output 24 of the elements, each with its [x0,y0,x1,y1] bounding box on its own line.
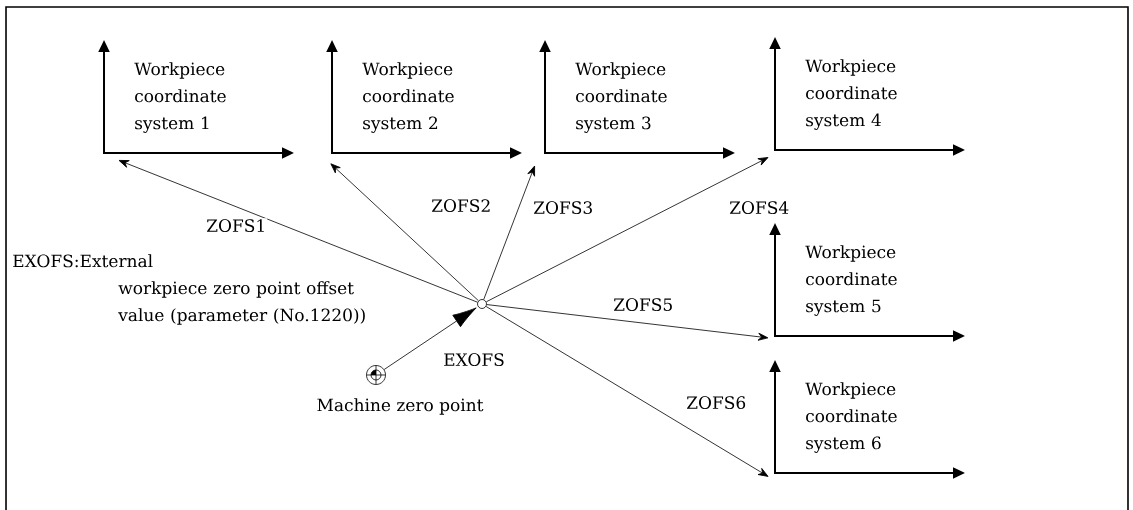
edge-label: ZOFS1 [205,218,268,234]
node-label: Workpiece coordinate system 1 [134,62,226,133]
edge-label: EXOFS [442,352,506,368]
symbol-caption: Machine zero point [317,398,484,415]
node-label: Workpiece coordinate system 4 [805,59,897,130]
edge-label: ZOFS6 [685,395,748,411]
arrow [485,306,769,477]
edge-label: ZOFS5 [612,297,675,313]
note: EXOFS:External workpiece zero point offset value (parameter (No.1220)) [13,254,365,325]
origin-point [477,299,487,309]
arrow [486,304,769,341]
arrow [485,157,769,303]
node-label: Workpiece coordinate system 3 [575,62,667,133]
arrow [118,160,478,303]
edge-label: ZOFS2 [430,198,493,214]
arrow [483,165,535,300]
arrow [383,307,477,370]
edge-label: ZOFS3 [532,200,595,216]
arrow [330,163,479,302]
node-label: Workpiece coordinate system 6 [805,382,897,453]
node-label: Workpiece coordinate system 2 [362,62,454,133]
edge-label: ZOFS4 [728,200,791,216]
node-label: Workpiece coordinate system 5 [805,245,897,316]
machine-zero-symbol [366,365,386,385]
